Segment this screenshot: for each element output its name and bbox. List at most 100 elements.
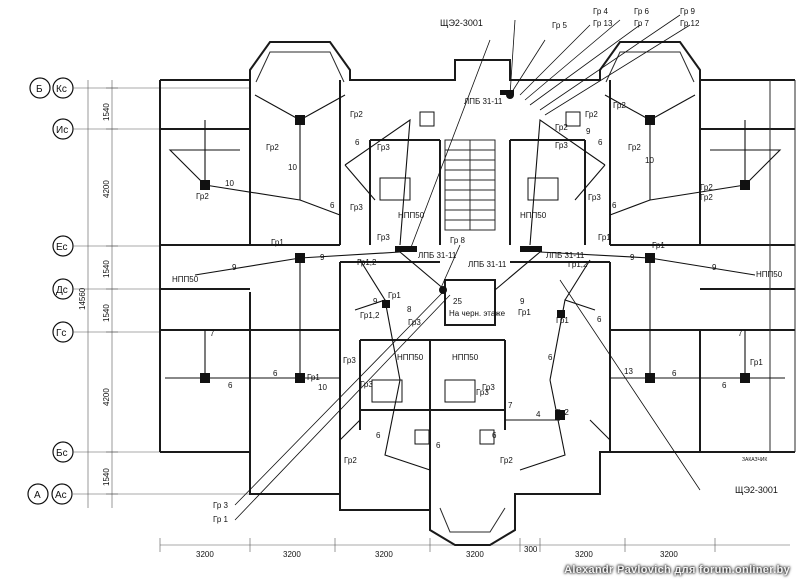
group-label-gr1-bottom: Гр 1 [213, 515, 229, 524]
room-label: Гр2 [628, 143, 641, 152]
axis-label-ds: Дс [56, 285, 68, 296]
title-stamp: ЗАКАЗЧИК [742, 457, 767, 463]
lpb-label-mid-right: ЛПБ 31-11 [468, 260, 507, 269]
wire-count: 6 [355, 138, 360, 147]
room-label: Гр2 [500, 456, 513, 465]
wire-count: 9 [630, 253, 635, 262]
building-walls [159, 41, 796, 546]
wire-count: 25 [453, 297, 462, 306]
wire-count: 9 [712, 263, 717, 272]
room-group-labels: Гр2 Гр2 Гр2 Гр3 Гр3 Гр2 Гр1 Гр1 Гр1,2 Гр… [196, 101, 763, 465]
wire-count: 6 [376, 431, 381, 440]
light-fixture-icon [557, 310, 565, 318]
room-label: Гр3 [555, 141, 568, 150]
wire-count: 9 [320, 253, 325, 262]
wire-count: 6 [330, 201, 335, 210]
light-fixture-icon [645, 115, 655, 125]
wire-count: 6 [722, 381, 727, 390]
axis-label-es: Ес [56, 242, 68, 253]
light-fixture-icon [200, 373, 210, 383]
panel-labels: ЩЭ2-3001 ЩЭ2-3001 ЛПБ 31-11 ЛПБ 31-11 ЛП… [172, 18, 783, 495]
axis-bubble-ds: Дс [52, 278, 74, 300]
group-label-gr5: Гр 5 [552, 21, 568, 30]
wire-count: 7 [508, 401, 513, 410]
group-label-gr9: Гр 9 [680, 7, 696, 16]
npp-label-side-left: НПП50 [172, 275, 199, 284]
dim-total: 14560 [78, 287, 87, 310]
axis-label-kc: Кс [56, 84, 67, 95]
panel-lpb-icon [520, 246, 542, 252]
wire-count: 6 [492, 431, 497, 440]
wire-count: 6 [612, 201, 617, 210]
shield-label-bottom: ЩЭ2-3001 [735, 485, 778, 495]
room-label: Гр3 [360, 380, 373, 389]
panel-node-icon [439, 286, 447, 294]
axis-bubble-is: Ис [52, 118, 74, 140]
wire-count: 13 [624, 367, 633, 376]
light-fixture-icon [382, 300, 390, 308]
axis-bubble-gs: Гс [52, 321, 74, 343]
room-label: Гр2 [344, 456, 357, 465]
axis-label-gs: Гс [56, 328, 66, 339]
group-label-gr8: Гр 8 [450, 236, 466, 245]
dim-h-2: 3200 [283, 550, 301, 559]
wire-count: 4 [536, 410, 541, 419]
lpb-label-mid-left: ЛПБ 31-11 [418, 251, 457, 260]
group-label-gr13: Гр 13 [593, 19, 613, 28]
room-label: Гр1 [307, 373, 320, 382]
room-label: Гр3 [350, 203, 363, 212]
vertical-dimension-chain: 1540 4200 1540 1540 4200 1540 14560 [78, 80, 118, 508]
axis-label-as: Ас [55, 490, 67, 501]
lpb-label-right: ЛПБ 31-11 [546, 251, 585, 260]
axis-bubble-es: Ес [52, 235, 74, 257]
wire-count: 6 [672, 369, 677, 378]
room-label: Гр3 [588, 193, 601, 202]
dim-h-4: 3200 [466, 550, 484, 559]
axis-label-a: А [34, 490, 41, 501]
dim-h-3: 3200 [375, 550, 393, 559]
room-label: Гр2 [555, 123, 568, 132]
room-label: Гр3 [408, 318, 421, 327]
light-fixtures [200, 90, 750, 445]
wire-count: 6 [597, 315, 602, 324]
light-fixture-icon [295, 373, 305, 383]
dim-v-4: 1540 [102, 304, 111, 322]
room-label: Гр1 [750, 358, 763, 367]
dim-v-3: 1540 [102, 260, 111, 278]
dim-h-6: 3200 [575, 550, 593, 559]
wire-count: 6 [436, 441, 441, 450]
wire-count: 8 [407, 305, 412, 314]
light-fixture-icon [200, 180, 210, 190]
group-label-gr4: Гр 4 [593, 7, 609, 16]
lpb-label-top: ЛПБ 31-11 [464, 97, 503, 106]
room-label: Гр3 [482, 383, 495, 392]
wire-count: 6 [598, 138, 603, 147]
room-label: Гр1,2 [360, 311, 380, 320]
light-fixture-icon [555, 410, 565, 420]
axis-label-is: Ис [56, 125, 68, 136]
wire-count: 10 [645, 156, 654, 165]
room-label: Гр2 [350, 110, 363, 119]
axis-label-b: Б [36, 84, 43, 95]
wire-count: 10 [225, 179, 234, 188]
npp-label-side-right: НПП50 [756, 270, 783, 279]
axis-bubble-b-kc: Б Кс [29, 77, 74, 99]
room-label: Гр3 [377, 233, 390, 242]
group-label-gr3-bottom: Гр 3 [213, 501, 229, 510]
room-label: Гр2 [196, 192, 209, 201]
wire-count: 9 [373, 297, 378, 306]
room-label: Гр1 [271, 238, 284, 247]
watermark: Alexandr Pavlovich для forum.onliner.by [564, 564, 790, 576]
npp-label-upper-left: НПП50 [398, 211, 425, 220]
light-fixture-icon [295, 253, 305, 263]
dim-v-5: 4200 [102, 388, 111, 406]
room-label: Гр2 [556, 408, 569, 417]
group-label-gr12: Гр 12 [680, 19, 700, 28]
room-label: Гр2 [266, 143, 279, 152]
room-label: Гр1,2 [568, 260, 588, 269]
light-fixture-icon [295, 115, 305, 125]
dim-h-7: 3200 [660, 550, 678, 559]
room-label: Гр3 [377, 143, 390, 152]
wire-count: 9 [520, 297, 525, 306]
bottom-dimension-chain: 3200 3200 3200 3200 300 3200 3200 [159, 538, 790, 559]
